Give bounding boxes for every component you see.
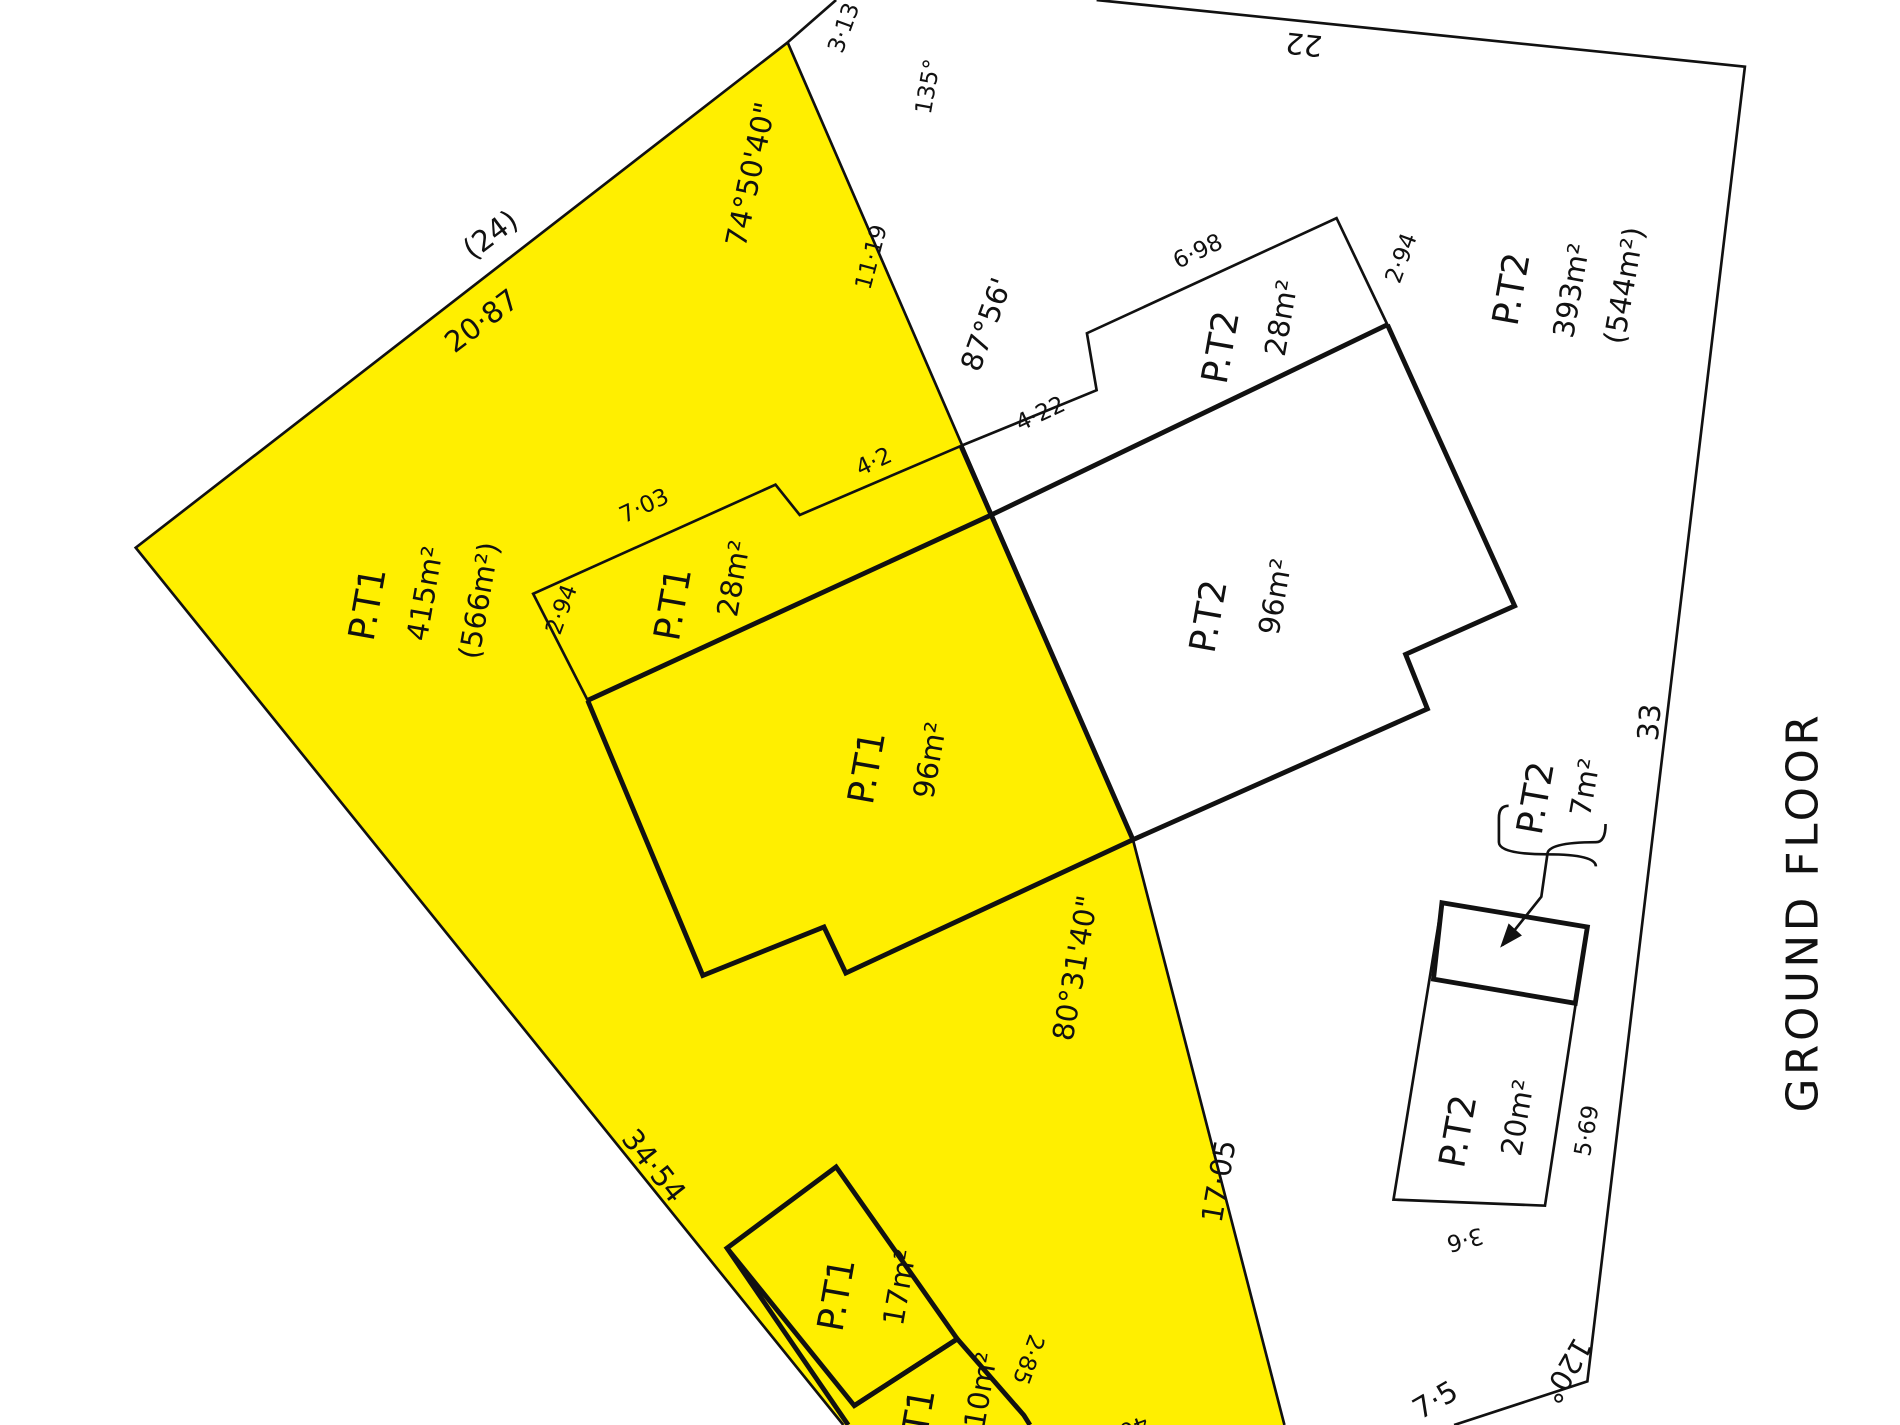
- store-bracket: [1497, 804, 1607, 867]
- pt1-boundary: [133, 41, 845, 1425]
- svg-text:28m²: 28m²: [1258, 277, 1305, 359]
- house-divider-pt1: [586, 512, 993, 703]
- pt2-house-label: P.T2 96m²: [1181, 556, 1299, 656]
- svg-text:7·5: 7·5: [1407, 1374, 1464, 1425]
- svg-text:96m²: 96m²: [1252, 556, 1299, 638]
- pt2-garage-outline: [1391, 901, 1589, 1208]
- pt2-main-label: P.T2 393m² (544m²): [1484, 224, 1652, 346]
- pt2-store-outline: [1430, 899, 1591, 1007]
- svg-text:P.T2: P.T2: [1508, 758, 1563, 837]
- house-party-wall: [958, 444, 1136, 841]
- svg-text:393m²: 393m²: [1546, 241, 1596, 341]
- svg-text:3·6: 3·6: [1444, 1222, 1486, 1257]
- pt2-store-label: P.T2 7m²: [1508, 756, 1607, 838]
- svg-text:7m²: 7m²: [1563, 756, 1607, 819]
- pt1-garage-side: [725, 1246, 851, 1425]
- pt2-top-boundary: [1096, 0, 1747, 1425]
- svg-text:P.T2: P.T2: [1430, 1091, 1485, 1170]
- pt1-area-fill: [135, 42, 1285, 1425]
- house-outline-thick: [585, 323, 1518, 979]
- svg-text:33: 33: [1631, 702, 1668, 742]
- svg-text:P.T2: P.T2: [1484, 249, 1539, 328]
- arrow-head-icon: [1500, 923, 1522, 948]
- pt2-boundary: [786, 0, 837, 44]
- svg-text:5·69: 5·69: [1570, 1103, 1605, 1158]
- svg-text:P.T2: P.T2: [1193, 307, 1248, 386]
- leader-arrow: [1501, 854, 1549, 946]
- svg-text:135°: 135°: [911, 57, 946, 116]
- plan-title: GROUND FLOOR: [1779, 712, 1829, 1113]
- svg-text:6·98: 6·98: [1169, 229, 1226, 274]
- svg-text:3·13: 3·13: [823, 0, 865, 57]
- house-divider-pt2: [990, 322, 1389, 518]
- svg-text:87°56': 87°56': [954, 273, 1019, 375]
- svg-text:20m²: 20m²: [1494, 1077, 1541, 1159]
- svg-text:2·94: 2·94: [1381, 230, 1423, 287]
- svg-text:(544m²): (544m²): [1597, 224, 1651, 346]
- pt1-store-outline: [852, 1335, 1033, 1425]
- svg-text:T1: T1: [893, 1385, 943, 1425]
- svg-text:22: 22: [1284, 26, 1324, 64]
- svg-text:4·22: 4·22: [1012, 392, 1069, 437]
- svg-text:P.T2: P.T2: [1181, 576, 1236, 655]
- pt2-garage-label: P.T2 20m²: [1430, 1077, 1541, 1171]
